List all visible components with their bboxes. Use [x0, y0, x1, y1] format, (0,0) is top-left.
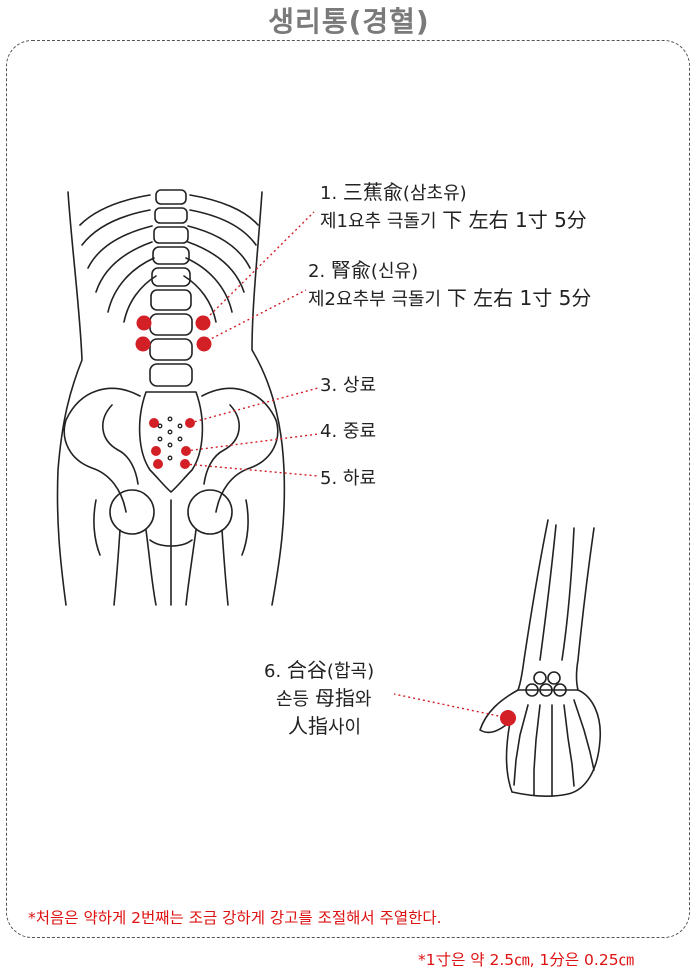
point-number: 1. — [320, 183, 338, 204]
content-frame — [6, 40, 690, 938]
point-location-hanja: 母指 — [314, 686, 355, 710]
point-location-korean: 제1요추 극돌기 — [320, 211, 437, 232]
page-title: 생리통(경혈) — [268, 5, 430, 38]
acupoint-hanyo-right — [180, 459, 190, 469]
point-number: 3. — [320, 375, 338, 396]
label-point-2-location: 제2요추부 극돌기 下 左右 1寸 5分 — [308, 286, 591, 312]
label-point-6-location-2: 人指사이 — [288, 714, 361, 740]
point-location-korean: 와 — [354, 689, 372, 710]
sacral-foramina — [157, 416, 183, 461]
point-name-korean: 중료 — [342, 421, 377, 442]
point-location-hanja: 人指 — [288, 714, 328, 738]
acupoint-hanyo-left — [153, 459, 163, 469]
acupoint-samchoyu-right — [195, 315, 211, 331]
point-location-korean: 사이 — [328, 717, 362, 738]
acupoint-hapgok — [500, 710, 516, 726]
point-name-hanja: 腎兪 — [330, 258, 371, 282]
label-point-2: 2. 腎兪(신유) — [308, 258, 418, 284]
point-location-korean: 제2요추부 극돌기 — [308, 289, 442, 310]
rib-cage — [79, 194, 151, 226]
hip-joint-right — [187, 489, 233, 535]
acupoint-sinyu-right — [196, 336, 212, 352]
point-name-korean: (합곡) — [326, 661, 375, 682]
torso-outline — [56, 191, 83, 606]
acupoint-sangnyo-right — [185, 418, 195, 428]
acupoint-sinyu-left — [135, 336, 151, 352]
unit-note: *1寸은 약 2.5㎝, 1分은 0.25㎝ — [418, 951, 635, 969]
arm-hand — [479, 519, 602, 797]
point-name-hanja: 三蕉兪 — [342, 180, 403, 204]
acupoint-samchoyu-left — [136, 315, 152, 331]
point-number: 5. — [320, 468, 338, 489]
footnote: *처음은 약하게 2번째는 조금 강하게 강고를 조절해서 주열한다. — [28, 909, 442, 927]
point-name-hanja: 合谷 — [286, 658, 327, 682]
point-number: 4. — [320, 421, 338, 442]
acupoint-sangnyo-left — [149, 418, 159, 428]
acupoint-jungnyo-right — [181, 446, 191, 456]
leader-lines — [184, 211, 509, 719]
point-name-korean: (삼초유) — [402, 183, 467, 204]
point-name-korean: 하료 — [342, 468, 377, 489]
label-point-1-location: 제1요추 극돌기 下 左右 1寸 5分 — [320, 208, 587, 234]
point-location-korean: 손등 — [276, 689, 310, 710]
label-point-6-location-1: 손등 母指와 — [276, 686, 371, 712]
label-point-4: 4. 중료 — [320, 420, 376, 444]
label-point-5: 5. 하료 — [320, 467, 376, 491]
spine — [149, 189, 193, 387]
point-name-korean: (신유) — [370, 261, 419, 282]
label-point-6: 6. 合谷(합곡) — [264, 658, 374, 684]
point-name-korean: 상료 — [342, 375, 377, 396]
point-number: 2. — [308, 261, 326, 282]
sacrum — [138, 391, 204, 493]
point-location-hanja: 下 左右 1寸 5分 — [446, 286, 592, 310]
pelvis — [63, 387, 141, 513]
point-number: 6. — [264, 661, 282, 682]
hip-joint-left — [109, 489, 155, 535]
point-location-hanja: 下 左右 1寸 5分 — [442, 208, 587, 232]
acupoint-jungnyo-left — [151, 446, 161, 456]
label-point-3: 3. 상료 — [320, 374, 376, 398]
label-point-1: 1. 三蕉兪(삼초유) — [320, 180, 467, 206]
